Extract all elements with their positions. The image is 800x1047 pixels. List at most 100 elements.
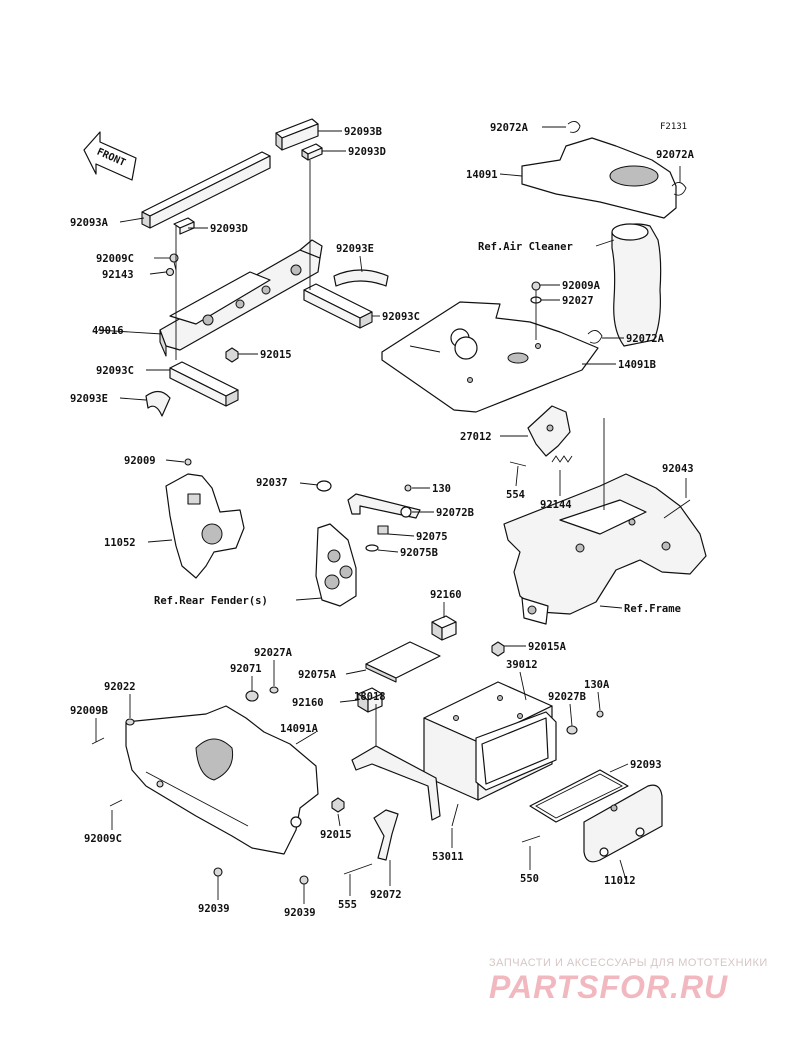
- label-92009a: 92009A: [562, 280, 601, 292]
- label-92072a-top: 92072A: [490, 122, 529, 134]
- label-14091b: 14091B: [618, 359, 656, 371]
- pad-92093c-right: [303, 283, 373, 329]
- label-ref-frame: Ref.Frame: [624, 603, 681, 615]
- screw-92009a: [531, 281, 541, 291]
- label-53011: 53011: [432, 851, 464, 863]
- label-27012: 27012: [460, 431, 492, 443]
- label-92144: 92144: [540, 499, 572, 511]
- label-39012: 39012: [506, 659, 538, 671]
- label-18018: 18018: [354, 691, 386, 703]
- watermark-line1: ЗАПЧАСТИ И АКСЕССУАРЫ ДЛЯ МОТОТЕХНИКИ: [489, 957, 768, 969]
- gasket-92093: [529, 769, 629, 823]
- nut-92015a: [491, 641, 505, 657]
- label-92072a-right: 92072A: [656, 149, 695, 161]
- washer-92075b: [365, 544, 379, 552]
- grommet-92071: [245, 690, 259, 702]
- label-92015-top: 92015: [260, 349, 292, 361]
- screw-92009: [184, 458, 192, 466]
- grommet-92027b: [566, 725, 578, 735]
- pad-92093a: [141, 151, 271, 229]
- label-130: 130: [432, 483, 451, 495]
- pad-92093e-top: [333, 269, 389, 287]
- label-92075b: 92075B: [400, 547, 438, 559]
- cover-11012: [583, 784, 663, 863]
- label-92143: 92143: [102, 269, 134, 281]
- cover-14091: [521, 137, 677, 219]
- label-92015-bottom: 92015: [320, 829, 352, 841]
- clamp-92037: [316, 480, 332, 492]
- label-92071: 92071: [230, 663, 262, 675]
- label-92027a: 92027A: [254, 647, 293, 659]
- label-92160-top: 92160: [430, 589, 462, 601]
- screw-92009b: [91, 737, 105, 745]
- pad-92160-top: [431, 615, 457, 641]
- label-92009c-bottom: 92009C: [84, 833, 122, 845]
- front-arrow-icon: FRONT: [83, 131, 137, 181]
- label-554: 554: [506, 489, 525, 501]
- nut-92143: [165, 267, 175, 277]
- label-92009c-top: 92009C: [96, 253, 134, 265]
- label-92039-left: 92039: [198, 903, 230, 915]
- label-ref-rear-fender: Ref.Rear Fender(s): [154, 595, 268, 607]
- label-92027: 92027: [562, 295, 594, 307]
- pad-92093d-top: [301, 143, 323, 161]
- label-92093: 92093: [630, 759, 662, 771]
- air-cleaner-duct: [611, 223, 662, 347]
- label-92093c-right: 92093C: [382, 311, 420, 323]
- nut-92075: [377, 525, 389, 535]
- watermark-line2: PARTSFOR.RU: [489, 969, 728, 1005]
- label-92093b: 92093B: [344, 126, 382, 138]
- leader-lines: [95, 126, 687, 904]
- label-92009: 92009: [124, 455, 156, 467]
- label-555: 555: [338, 899, 357, 911]
- label-92027b: 92027B: [548, 691, 586, 703]
- pad-92093c-left: [169, 361, 239, 407]
- label-92072a-mid: 92072A: [626, 333, 665, 345]
- label-92072: 92072: [370, 889, 402, 901]
- bolt-130: [404, 484, 412, 492]
- bolt-92043: [663, 499, 691, 519]
- bracket-18018: [351, 745, 441, 821]
- pad-92093e-bottom: [145, 390, 171, 417]
- label-92093d-top: 92093D: [348, 146, 386, 158]
- washer-92027a: [269, 686, 279, 694]
- cover-14091a: [125, 705, 319, 855]
- screw-92039-left: [213, 867, 223, 877]
- label-11052: 11052: [104, 537, 136, 549]
- label-92093e-bottom: 92093E: [70, 393, 108, 405]
- label-92037: 92037: [256, 477, 288, 489]
- bracket-92072b-assembly: [347, 493, 421, 519]
- screw-92009c-bottom: [109, 799, 123, 807]
- label-92075a: 92075A: [298, 669, 337, 681]
- clip-92072a-mid: [587, 330, 603, 344]
- label-92009b: 92009B: [70, 705, 108, 717]
- label-92043: 92043: [662, 463, 694, 475]
- pad-92093b: [275, 118, 319, 151]
- clip-92072a-top: [567, 121, 581, 133]
- spring-92144: [551, 455, 573, 463]
- bracket-92072: [373, 809, 399, 861]
- label-49016: 49016: [92, 325, 124, 337]
- label-130a: 130A: [584, 679, 610, 691]
- nut-92015-bottom: [331, 797, 345, 813]
- bracket-27012: [527, 405, 571, 457]
- screw-92009c-top: [169, 253, 179, 271]
- bolt-53011: [451, 803, 459, 827]
- label-92039-right: 92039: [284, 907, 316, 919]
- label-92075: 92075: [416, 531, 448, 543]
- label-92072b: 92072B: [436, 507, 474, 519]
- pad-92075a: [365, 641, 441, 683]
- pad-92093d-mid: [173, 217, 195, 235]
- label-550: 550: [520, 873, 539, 885]
- frame-assembly: [503, 473, 707, 625]
- label-ref-air-cleaner: Ref.Air Cleaner: [478, 241, 573, 253]
- bracket-49016: [159, 239, 323, 357]
- rear-fender-bracket: [315, 523, 357, 607]
- screw-92039-right: [299, 875, 309, 885]
- pin-550: [521, 835, 541, 843]
- label-92093c-left: 92093C: [96, 365, 134, 377]
- label-92093d-mid: 92093D: [210, 223, 248, 235]
- clip-92072a-right: [671, 182, 687, 196]
- bolt-130a: [596, 710, 604, 718]
- pin-555: [343, 863, 373, 875]
